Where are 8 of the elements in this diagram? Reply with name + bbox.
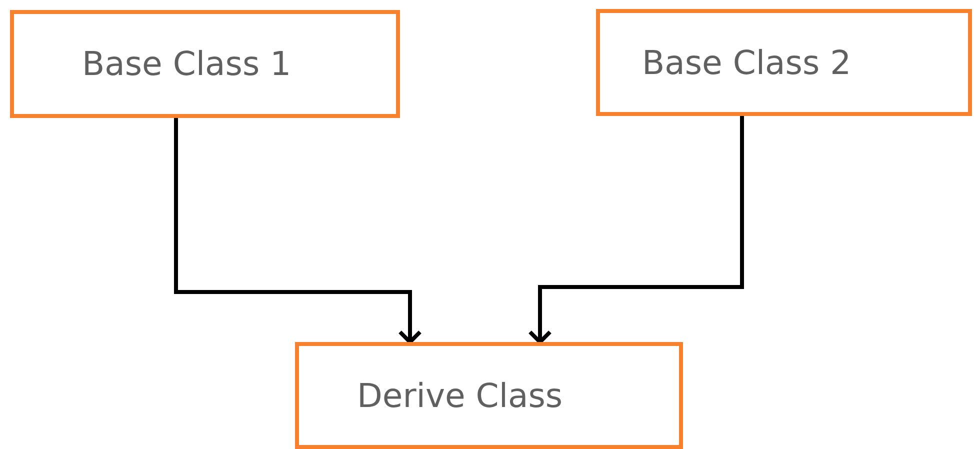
class-box	[10, 10, 400, 118]
class-name: Base Class 1	[82, 43, 292, 85]
class-box	[295, 342, 683, 449]
class-box	[596, 9, 972, 116]
arrow	[174, 118, 422, 344]
class-name: Base Class 2	[642, 42, 852, 84]
class-name: Derive Class	[357, 374, 564, 416]
arrow	[528, 116, 744, 344]
